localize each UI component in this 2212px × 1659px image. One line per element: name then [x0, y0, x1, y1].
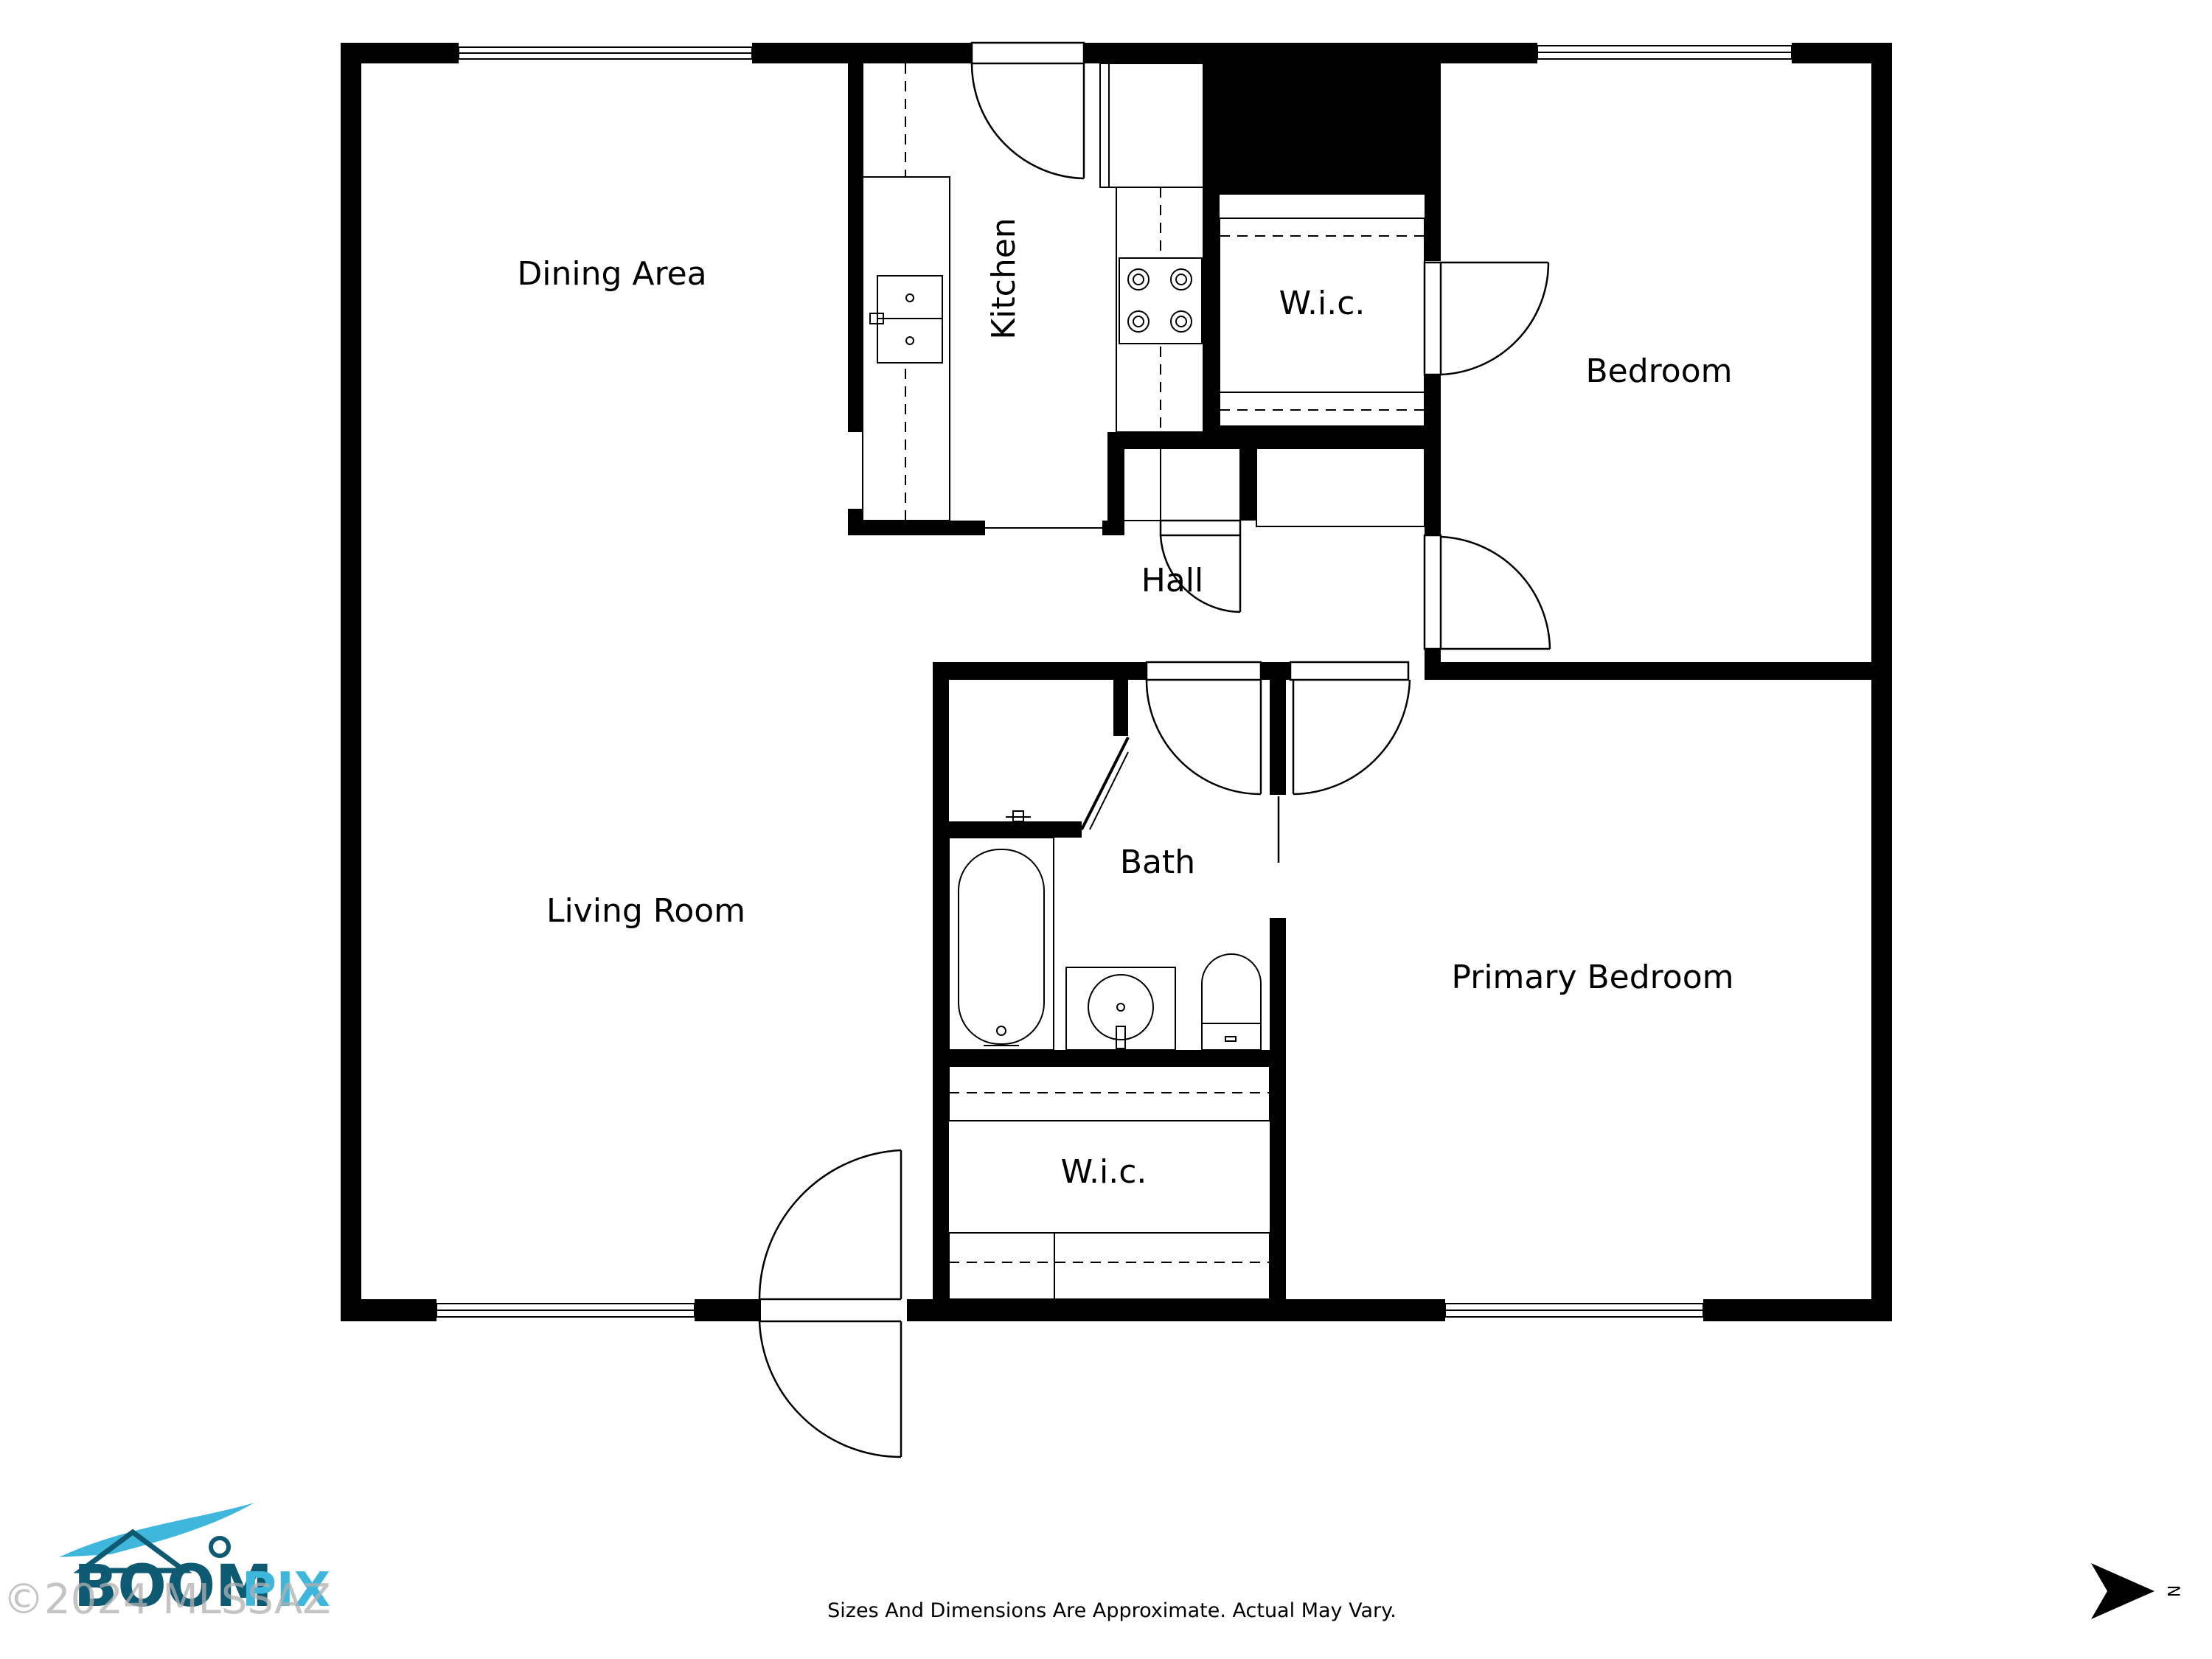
disclaimer-text: Sizes And Dimensions Are Approximate. Ac… — [827, 1599, 1397, 1622]
logo-brand-light: PIX — [242, 1563, 330, 1618]
copyright-watermark: ©2024 MLSSAZ — [3, 1576, 331, 1624]
room-label-bath: Bath — [1120, 844, 1195, 881]
boompix-logo: BOOM PIX — [59, 1503, 330, 1620]
door-entry-outer — [758, 1321, 902, 1458]
room-label-living-room: Living Room — [546, 892, 745, 930]
stove — [1119, 257, 1203, 344]
wic-top-shelving — [1219, 218, 1425, 427]
windows — [436, 45, 1792, 1318]
fridge — [1099, 63, 1204, 188]
bath-sink — [1065, 967, 1176, 1051]
door-primary — [1293, 679, 1411, 796]
logo-swoosh-icon — [59, 1503, 254, 1557]
north-arrow-icon: N — [2091, 1563, 2182, 1619]
door-bedroom — [1440, 535, 1551, 650]
bath-fixtures — [948, 737, 1262, 1051]
room-label-primary-bedroom: Primary Bedroom — [1451, 959, 1733, 996]
room-label-wic-top: W.i.c. — [1279, 285, 1366, 322]
wic-bottom-shelving-bottom — [948, 1232, 1270, 1300]
bathtub — [948, 837, 1054, 1051]
interior-walls — [848, 63, 1892, 1299]
room-label-hall: Hall — [1141, 562, 1204, 599]
room-label-dining-area: Dining Area — [517, 255, 706, 293]
door-wic-top — [1440, 262, 1550, 376]
logo-brand-dark: BOOM — [74, 1554, 273, 1620]
closets — [948, 218, 1425, 1300]
kitchen-counter-left — [862, 176, 950, 521]
door-entry-inner — [758, 1149, 902, 1300]
room-label-kitchen: Kitchen — [985, 218, 1023, 339]
kitchen-fixtures — [862, 63, 1204, 529]
door-pantry — [1159, 535, 1241, 613]
doors — [758, 41, 1551, 1458]
exterior-walls — [341, 43, 1892, 1321]
door-bath — [1145, 679, 1262, 796]
logo-drone-icon — [209, 1536, 231, 1558]
compass-label: N — [2163, 1585, 2182, 1597]
door-kitchen-top — [970, 41, 1085, 65]
room-label-wic-bottom: W.i.c. — [1061, 1153, 1147, 1191]
room-label-bedroom: Bedroom — [1585, 352, 1732, 390]
